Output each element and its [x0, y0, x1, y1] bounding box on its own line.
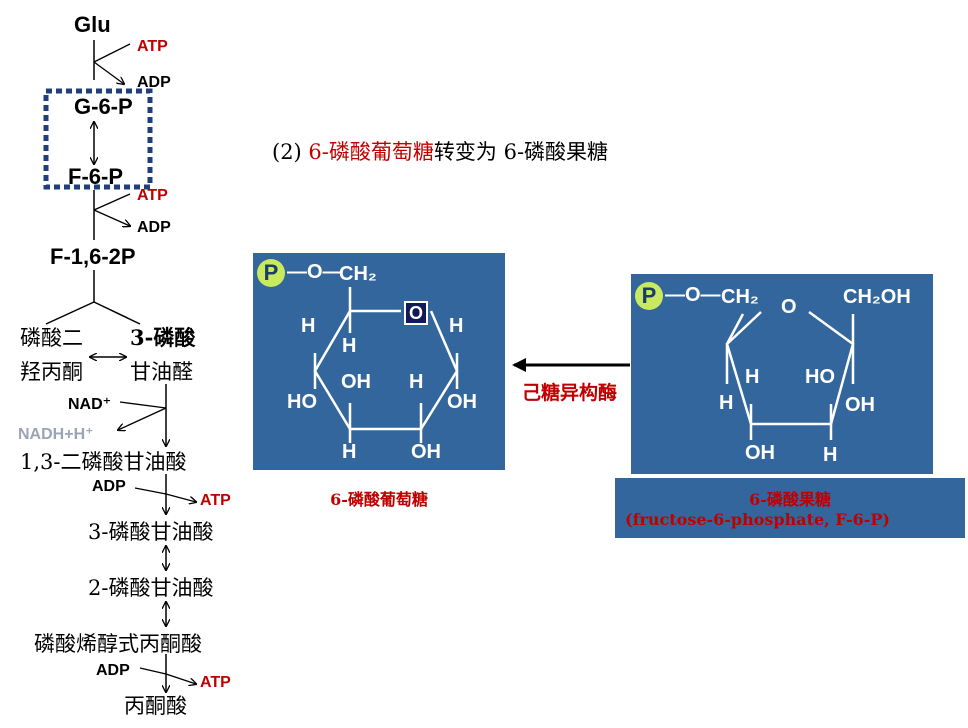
- title-middle: 转变为: [433, 140, 504, 164]
- glucose-ring-lines: [313, 287, 459, 443]
- glucose-h-c3: H: [409, 371, 424, 393]
- f6p-label: F-6-P: [68, 164, 123, 189]
- nadh-label: NADH+H⁺: [18, 426, 94, 443]
- fructose6p-structure-panel: P —O— CH₂ O CH₂OH H H HO OH OH H: [631, 274, 933, 474]
- atp-label-2: ATP: [137, 187, 168, 204]
- phosphate-p-icon: P: [635, 282, 663, 310]
- g6p-label: G-6-P: [74, 94, 133, 119]
- gap-label-line1: 3-磷酸: [130, 325, 196, 350]
- title-prefix: (2): [272, 140, 309, 164]
- fructose-o-link: —O—: [665, 284, 721, 306]
- nad-label: NAD⁺: [68, 396, 112, 413]
- phosphate-p-icon: P: [257, 259, 285, 287]
- fructose-ch2oh: CH₂OH: [843, 286, 911, 308]
- f16bp-label: F-1,6-2P: [50, 244, 136, 269]
- glucose-ch2: CH₂: [339, 263, 377, 285]
- fructose-oh-right: OH: [845, 394, 875, 416]
- atp-label-3: ATP: [200, 492, 231, 509]
- glucose-h-c5: H: [342, 335, 357, 357]
- fructose6p-caption-line1: 6-磷酸果糖: [749, 490, 831, 509]
- glucose-o-link: —O—: [287, 261, 343, 283]
- pep-label: 磷酸烯醇式丙酮酸: [34, 632, 202, 656]
- fructose-h-left: H: [719, 392, 734, 414]
- adp-label-3: ADP: [92, 478, 126, 495]
- glucose-h-bottom: H: [342, 441, 357, 463]
- glucose-oh-bottom: OH: [411, 441, 441, 463]
- title-f6p: 6-磷酸果糖: [503, 140, 609, 164]
- fructose-ho-right: HO: [805, 366, 835, 388]
- fructose-ring-lines: [725, 310, 855, 440]
- title-g6p: 6-磷酸葡萄糖: [308, 140, 434, 164]
- pg3-label: 3-磷酸甘油酸: [88, 520, 214, 544]
- enzyme-label: 己糖异构酶: [522, 382, 618, 404]
- bpg13-label: 1,3-二磷酸甘油酸: [20, 450, 187, 474]
- glucose-h-c5-left: H: [301, 315, 316, 337]
- glucose-oh-c4: OH: [341, 371, 371, 393]
- pg2-label: 2-磷酸甘油酸: [88, 576, 214, 600]
- fructose-ring-oxygen: O: [781, 296, 797, 318]
- glucose-ho-left: HO: [287, 391, 317, 413]
- glucose-h-c1: H: [449, 315, 464, 337]
- dhap-label-line1: 磷酸二: [20, 326, 83, 350]
- section-title: (2) 6-磷酸葡萄糖转变为 6-磷酸果糖: [272, 136, 608, 166]
- gap-label-line2: 甘油醛: [130, 360, 193, 384]
- atp-label-4: ATP: [200, 674, 231, 691]
- fructose6p-caption-line2: (fructose-6-phosphate, F-6-P): [625, 510, 890, 529]
- pyruvate-label: 丙酮酸: [124, 694, 187, 718]
- glucose-label: Glu: [74, 12, 111, 37]
- fructose-oh-bottom: OH: [745, 442, 775, 464]
- glucose6p-caption: 6-磷酸葡萄糖: [330, 490, 428, 509]
- adp-label-1: ADP: [137, 74, 171, 91]
- adp-label-4: ADP: [96, 662, 130, 679]
- glucose6p-structure-panel: P —O— CH₂ O H H H OH H HO OH H OH: [253, 253, 505, 470]
- fructose-h-c3: H: [745, 366, 760, 388]
- atp-label-1: ATP: [137, 38, 168, 55]
- fructose-ch2: CH₂: [721, 286, 759, 308]
- fructose-h-bottom: H: [823, 444, 838, 466]
- dhap-label-line2: 羟丙酮: [20, 360, 83, 384]
- glucose-ring-oxygen: O: [404, 301, 428, 325]
- glucose-oh-right: OH: [447, 391, 477, 413]
- adp-label-2: ADP: [137, 219, 171, 236]
- fructose6p-caption-box: 6-磷酸果糖 (fructose-6-phosphate, F-6-P): [615, 478, 965, 538]
